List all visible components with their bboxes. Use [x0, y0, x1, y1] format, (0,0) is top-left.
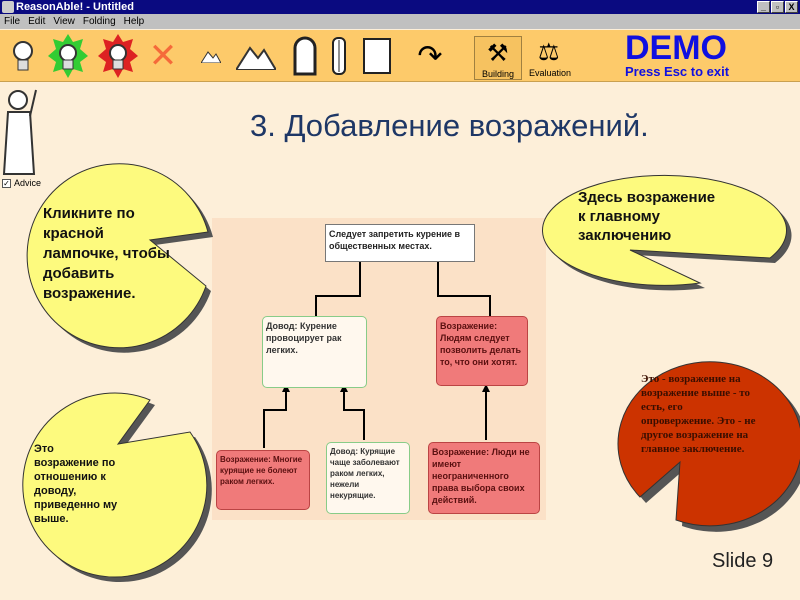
callout-main-objection: Здесь возражение к главному заключению [578, 189, 716, 244]
minimize-button[interactable]: _ [757, 1, 770, 13]
bulb-icon[interactable] [8, 34, 38, 78]
slide-number: Slide 9 [712, 550, 774, 572]
small-mountain-icon[interactable] [200, 34, 222, 78]
node-reason-2[interactable]: Довод: Курящие чаще заболевают раком лег… [326, 442, 410, 514]
red-bulb-icon[interactable] [98, 34, 138, 78]
menu-file[interactable]: File [4, 16, 21, 27]
app-icon [2, 1, 14, 13]
building-label: Building [481, 69, 515, 79]
menu-help[interactable]: Help [123, 16, 145, 27]
hammer-icon: ⚒ [487, 40, 509, 67]
callout-rebuttal: Это - возражение на возражение выше - то… [641, 373, 756, 455]
node-reason-1[interactable]: Довод: Курение провоцирует рак легких. [262, 316, 367, 388]
menu-bar: File Edit View Folding Help [0, 14, 800, 29]
slide-heading: 3. Добавление возражений. [250, 108, 649, 143]
title-bar: ReasonAble! - Untitled _▫X [0, 0, 800, 14]
esc-hint: Press Esc to exit [625, 64, 730, 79]
node-objection-2[interactable]: Возражение: Многие курящие не болеют рак… [216, 450, 310, 510]
menu-folding[interactable]: Folding [82, 16, 116, 27]
tombstone-icon[interactable] [290, 34, 320, 78]
window-title: ReasonAble! - Untitled [16, 1, 134, 13]
maximize-button[interactable]: ▫ [771, 1, 784, 13]
evaluation-mode-button[interactable]: ⚖ Evaluation [526, 36, 574, 80]
delete-icon[interactable]: ✕ [148, 37, 178, 75]
node-objection-3[interactable]: Возражение: Люди не имеют неограниченног… [428, 442, 540, 514]
checkbox-icon: ✓ [2, 178, 11, 188]
advice-label: Advice [14, 178, 42, 188]
advice-checkbox[interactable]: ✓Advice [2, 178, 41, 188]
socrates-figure-icon [2, 89, 37, 175]
node-root-claim[interactable]: Следует запретить курение в общественных… [325, 224, 475, 262]
scales-icon: ⚖ [538, 39, 560, 66]
evaluation-label: Evaluation [528, 68, 572, 78]
building-mode-button[interactable]: ⚒ Building [474, 36, 522, 80]
menu-edit[interactable]: Edit [28, 16, 46, 27]
mountain-icon[interactable] [236, 34, 276, 78]
menu-view[interactable]: View [53, 16, 75, 27]
callout-add-objection: Кликните по красной лампочке, чтобы доба… [43, 205, 170, 302]
green-bulb-icon[interactable] [48, 34, 88, 78]
node-objection-1[interactable]: Возражение: Людям следует позволить дела… [436, 316, 528, 386]
demo-label: DEMO [625, 29, 727, 67]
pillar-icon[interactable] [328, 34, 350, 78]
callout-objection-to-reason: Это возражение по отношению к доводу, пр… [34, 443, 118, 525]
close-button[interactable]: X [785, 1, 798, 13]
scroll-icon[interactable] [360, 34, 394, 78]
argument-map: Следует запретить курение в общественных… [212, 218, 546, 520]
rotate-icon[interactable]: ↷ [417, 39, 443, 73]
toolbar: ✕ ↷ ⚒ Building ⚖ Evaluation DEMO Press Esc… [0, 30, 800, 82]
